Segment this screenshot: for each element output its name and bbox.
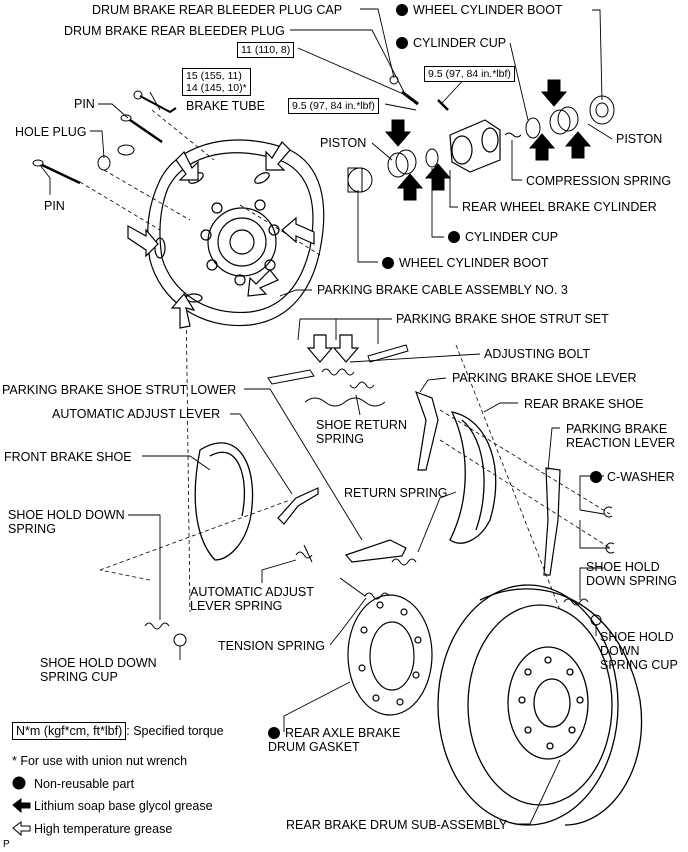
- text: REAR AXLE BRAKE DRUM GASKET: [268, 726, 401, 754]
- label-shoe-hold-down-spring-left: SHOE HOLD DOWN SPRING: [8, 508, 125, 536]
- legend-torque-text: : Specified torque: [126, 724, 224, 738]
- label-pk-reaction-lever: PARKING BRAKE REACTION LEVER: [566, 422, 676, 450]
- label-pk-shoe-lever: PARKING BRAKE SHOE LEVER: [452, 371, 637, 385]
- pin-top: [120, 114, 163, 144]
- lithium-grease-symbol: [12, 798, 31, 814]
- brake-tube: [133, 90, 177, 114]
- hole-plugs: [97, 144, 135, 171]
- torque-15: 15 (155, 11): [186, 70, 242, 82]
- axle-gasket: [347, 594, 433, 716]
- non-reusable-dot: [268, 727, 280, 739]
- torque-box-11: 11 (110, 8): [237, 42, 295, 58]
- label-rear-wheel-cyl: REAR WHEEL BRAKE CYLINDER: [462, 200, 657, 214]
- label-shoe-return-spring: SHOE RETURN SPRING: [316, 418, 407, 446]
- text: C-WASHER: [607, 470, 675, 484]
- text: CYLINDER CUP: [413, 36, 507, 50]
- label-piston-right: PISTON: [616, 132, 663, 146]
- torque-box-95-left: 9.5 (97, 84 in.*lbf): [288, 98, 379, 114]
- rear-brake-shoe: [449, 411, 497, 544]
- non-reusable-dot: [448, 231, 460, 243]
- non-reusable-dot: [590, 471, 602, 483]
- grease-arrows-hollow: [127, 141, 360, 363]
- label-pk-strut-lower: PARKING BRAKE SHOE STRUT LOWER: [2, 383, 237, 397]
- legend-high-temp-grease: High temperature grease: [34, 822, 173, 836]
- non-reusable-dot: [382, 257, 394, 269]
- label-drum-plug: DRUM BRAKE REAR BLEEDER PLUG: [64, 24, 285, 38]
- grease-arrows-black: [384, 79, 592, 201]
- label-pk-strut-set: PARKING BRAKE SHOE STRUT SET: [396, 312, 609, 326]
- label-pin-top: PIN: [74, 97, 95, 111]
- strut-set: [267, 344, 409, 407]
- label-return-spring: RETURN SPRING: [344, 486, 448, 500]
- backing-plate: [147, 139, 325, 327]
- label-front-brake-shoe: FRONT BRAKE SHOE: [4, 450, 132, 464]
- label-hole-plug: HOLE PLUG: [15, 125, 87, 139]
- strut-lower: [344, 539, 407, 563]
- label-rear-brake-shoe: REAR BRAKE SHOE: [524, 397, 644, 411]
- non-reusable-dot: [396, 37, 408, 49]
- label-shoe-hold-cup-left: SHOE HOLD DOWN SPRING CUP: [40, 656, 157, 684]
- legend-lithium-grease: Lithium soap base glycol grease: [34, 799, 213, 813]
- corner-mark: P: [3, 839, 10, 850]
- torque-box-brake-tube: 15 (155, 11) 14 (145, 10)*: [182, 68, 251, 96]
- reaction-lever: [543, 467, 561, 576]
- high-temp-grease-symbol: [12, 821, 31, 837]
- legend-symbols: [12, 776, 31, 837]
- text: WHEEL CYLINDER BOOT: [413, 3, 563, 17]
- label-brake-tube: BRAKE TUBE: [186, 99, 265, 113]
- label-tension-spring: TENSION SPRING: [218, 639, 325, 653]
- torque-box-95-right: 9.5 (97, 84 in.*lbf): [424, 66, 515, 82]
- label-pk-cable: PARKING BRAKE CABLE ASSEMBLY NO. 3: [317, 283, 568, 297]
- label-c-washer: C-WASHER: [590, 470, 675, 484]
- bleeder-plug: [389, 75, 449, 111]
- label-drum-plug-cap: DRUM BRAKE REAR BLEEDER PLUG CAP: [92, 3, 343, 17]
- label-wheel-cyl-boot-top: WHEEL CYLINDER BOOT: [396, 3, 563, 17]
- auto-adjust-lever: [277, 487, 319, 525]
- label-auto-adj-lever-spring: AUTOMATIC ADJUST LEVER SPRING: [190, 585, 314, 613]
- label-cylinder-cup-bottom: CYLINDER CUP: [448, 230, 558, 244]
- label-axle-gasket: REAR AXLE BRAKE DRUM GASKET: [268, 726, 418, 754]
- label-shoe-hold-down-spring-right: SHOE HOLD DOWN SPRING: [586, 560, 677, 588]
- label-shoe-hold-cup-right: SHOE HOLD DOWN SPRING CUP: [600, 630, 678, 672]
- wheel-cylinder: [449, 119, 501, 173]
- label-adjusting-bolt: ADJUSTING BOLT: [484, 347, 591, 361]
- non-reusable-dot: [396, 4, 408, 16]
- legend-torque-unit: N*m (kgf*cm, ft*lbf): [12, 722, 127, 740]
- legend-non-reusable: Non-reusable part: [34, 777, 135, 791]
- label-drum-sub: REAR BRAKE DRUM SUB-ASSEMBLY: [286, 818, 508, 832]
- label-pin-left: PIN: [44, 199, 65, 213]
- label-wheel-cyl-boot-bottom: WHEEL CYLINDER BOOT: [382, 256, 549, 270]
- non-reusable-symbol: [12, 776, 26, 790]
- legend-union-nut: * For use with union nut wrench: [12, 754, 188, 768]
- text: CYLINDER CUP: [465, 230, 559, 244]
- label-auto-adj-lever: AUTOMATIC ADJUST LEVER: [52, 407, 221, 421]
- brake-drum: [437, 584, 643, 826]
- legend-torque: N*m (kgf*cm, ft*lbf): Specified torque: [12, 722, 224, 740]
- torque-14: 14 (145, 10)*: [186, 82, 247, 94]
- front-brake-shoe: [194, 442, 254, 561]
- pin-left: [32, 159, 81, 185]
- c-washers: [603, 506, 615, 554]
- cylinder-internal-parts: [347, 95, 615, 193]
- label-cylinder-cup-top: CYLINDER CUP: [396, 36, 506, 50]
- dashed-guides: [79, 109, 611, 613]
- parking-shoe-lever: [415, 390, 439, 471]
- text: WHEEL CYLINDER BOOT: [399, 256, 549, 270]
- label-piston-left: PISTON: [320, 136, 367, 150]
- label-compression-spring: COMPRESSION SPRING: [526, 174, 672, 188]
